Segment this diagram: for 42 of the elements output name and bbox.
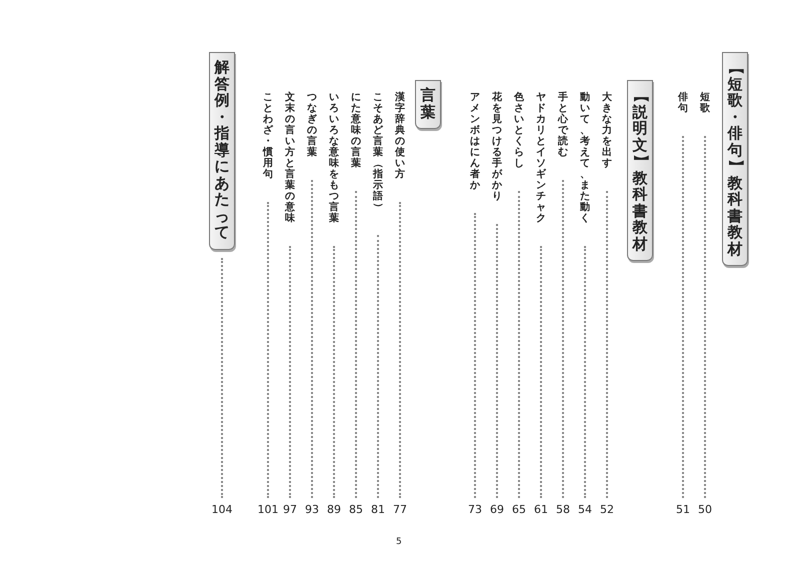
page-number: 65 (512, 504, 526, 515)
section-heading-tab (415, 80, 441, 129)
section-heading: 【短歌・俳句】教科書教材 (726, 59, 744, 257)
page-number: 51 (676, 504, 690, 515)
section-heading-tab (627, 80, 653, 261)
section-heading-tab (209, 52, 235, 250)
page-number: 69 (490, 504, 504, 515)
page-number: 93 (305, 504, 319, 515)
entry-title: 花を見つける手がかり (491, 92, 503, 202)
section-heading-tab (722, 52, 748, 266)
page-number: 89 (327, 504, 341, 515)
entry-title: こそあど言葉（指示語） (372, 92, 384, 213)
section-heading: 解答例・指導にあたって (213, 59, 230, 240)
page-number: 61 (534, 504, 548, 515)
section-heading: 【説明文】教科書教材 (631, 87, 649, 252)
entry-title: にた意味の言葉 (350, 92, 362, 169)
page-number: 52 (600, 504, 614, 515)
section-heading: 言葉 (420, 87, 436, 120)
entry-title: 俳句 (677, 92, 689, 114)
entry-title: 大きな力を出す (601, 92, 613, 169)
page-number: 77 (393, 504, 407, 515)
entry-title: いろいろな意味をもつ言葉 (328, 92, 340, 224)
page-number: 50 (698, 504, 712, 515)
entry-title: ことわざ・慣用句 (262, 92, 274, 180)
entry-title: アメンボはにん者か (469, 92, 481, 191)
entry-title: 漢字辞典の使い方 (394, 92, 406, 180)
page-number: 58 (556, 504, 570, 515)
entry-title: 動いて、考えて、また動く (579, 92, 591, 224)
page-number: 85 (349, 504, 363, 515)
page-number: 54 (578, 504, 592, 515)
entry-title: ヤドカリとイソギンチャク (535, 92, 547, 224)
entry-title: 短歌 (699, 92, 711, 114)
folio-number: 5 (396, 538, 402, 547)
entry-title: 文末の言い方と言葉の意味 (284, 92, 296, 224)
entry-title: つなぎの言葉 (306, 92, 318, 158)
page-number: 97 (283, 504, 297, 515)
page-number: 101 (258, 504, 278, 515)
page-number: 81 (371, 504, 385, 515)
entry-title: 色さいとくらし (513, 92, 525, 169)
page-number: 73 (468, 504, 482, 515)
page-number: 104 (212, 504, 232, 515)
entry-title: 手と心で読む (557, 92, 569, 158)
